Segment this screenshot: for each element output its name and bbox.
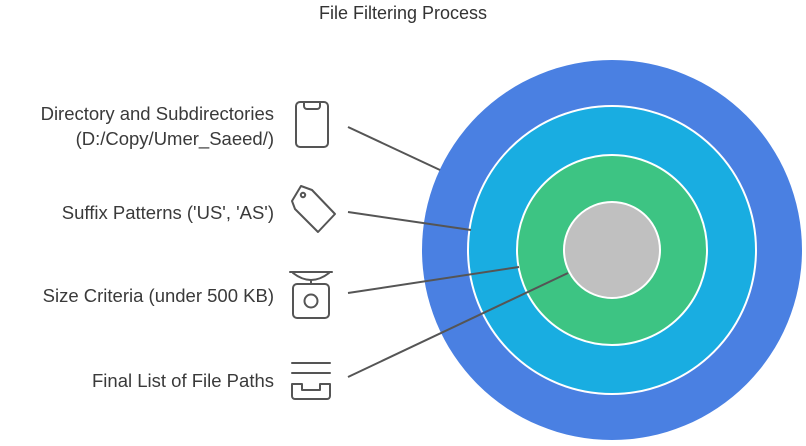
inbox-tray-icon: [291, 362, 331, 400]
label-final-line-1: Final List of File Paths: [92, 370, 274, 391]
label-suffix-line-1: Suffix Patterns ('US', 'AS'): [61, 202, 274, 223]
tag-icon: [291, 185, 336, 233]
label-suffix-patterns: Suffix Patterns ('US', 'AS'): [62, 200, 274, 225]
leader-line-final: [347, 272, 569, 378]
scale-icon: [289, 271, 333, 319]
label-directory-line-1: Directory and Subdirectories: [40, 103, 274, 124]
label-directory-and-subdirectories: Directory and Subdirectories (D:/Copy/Um…: [41, 101, 274, 151]
leader-line-directory: [347, 126, 441, 171]
diagram-title: File Filtering Process: [318, 3, 488, 23]
label-size-line-1: Size Criteria (under 500 KB): [42, 285, 274, 306]
leader-line-size: [347, 266, 520, 294]
clipboard-icon: [295, 101, 329, 148]
label-size-criteria: Size Criteria (under 500 KB): [43, 283, 274, 308]
ring-core-final-list: [563, 201, 661, 299]
label-directory-line-2: (D:/Copy/Umer_Saeed/): [75, 128, 274, 149]
leader-line-suffix: [347, 211, 472, 231]
label-final-list: Final List of File Paths: [92, 368, 274, 393]
